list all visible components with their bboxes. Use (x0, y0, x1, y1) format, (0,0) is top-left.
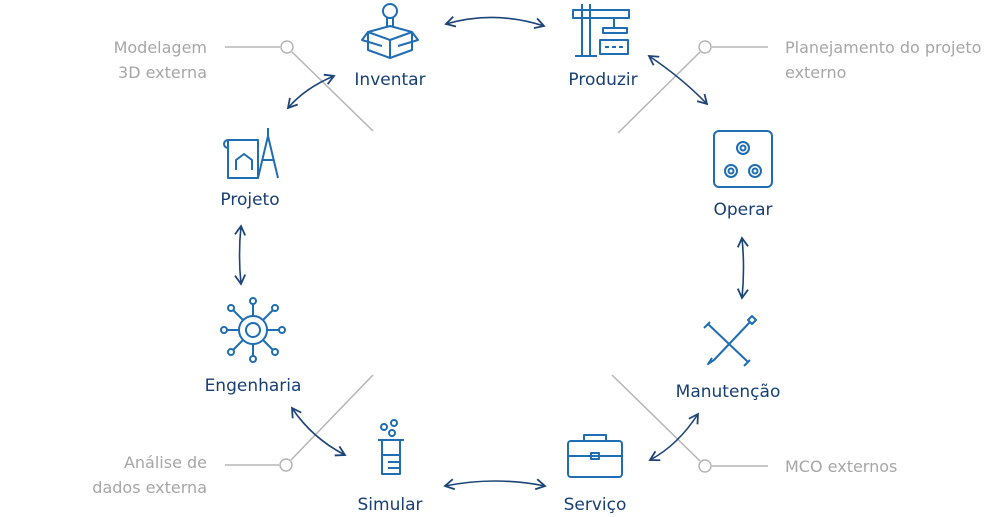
external-planejamento: Planejamento do projeto externo (785, 35, 981, 85)
engineering-circuit-gear-icon (220, 297, 286, 363)
arrow-engenharia-simular (290, 406, 347, 457)
node-inventar: Inventar (354, 70, 426, 90)
node-operar: Operar (713, 200, 773, 220)
arrow-inventar-produzir (444, 15, 546, 29)
node-simular: Simular (357, 495, 423, 515)
arrow-projeto-engenharia (234, 224, 246, 286)
node-produzir: Produzir (568, 70, 638, 90)
lightbulb-box-icon (361, 3, 419, 59)
external-modelagem: Modelagem 3D externa (114, 35, 207, 85)
external-analise: Análise de dados externa (92, 450, 207, 500)
arrow-inventar-projeto (286, 73, 336, 110)
external-modelagem-line2: 3D externa (118, 63, 207, 82)
node-manutencao: Manutenção (675, 382, 781, 402)
arrow-produzir-operar (647, 54, 709, 106)
wrench-screwdriver-icon (703, 315, 757, 367)
external-planejamento-line1: Planejamento do projeto (785, 38, 982, 57)
external-mco-line1: MCO externos (785, 457, 898, 476)
crane-icon (572, 4, 630, 57)
arrow-simular-servico (443, 478, 547, 491)
node-projeto: Projeto (220, 190, 280, 210)
arrow-manutencao-servico (648, 412, 699, 462)
node-servico: Serviço (563, 495, 627, 515)
arrow-operar-manutencao (736, 236, 749, 300)
connector-modelagem (225, 40, 374, 132)
node-engenharia: Engenharia (204, 376, 302, 396)
external-modelagem-line1: Modelagem (113, 38, 207, 57)
external-mco: MCO externos (785, 454, 897, 479)
briefcase-icon (567, 434, 623, 478)
connector-planejamento (617, 40, 768, 134)
external-planejamento-line2: externo (785, 63, 847, 82)
external-analise-line2: dados externa (92, 478, 207, 497)
external-analise-line1: Análise de (123, 453, 207, 472)
gears-icon (713, 130, 773, 188)
blueprint-compass-icon (223, 128, 279, 179)
beaker-icon (378, 419, 404, 475)
